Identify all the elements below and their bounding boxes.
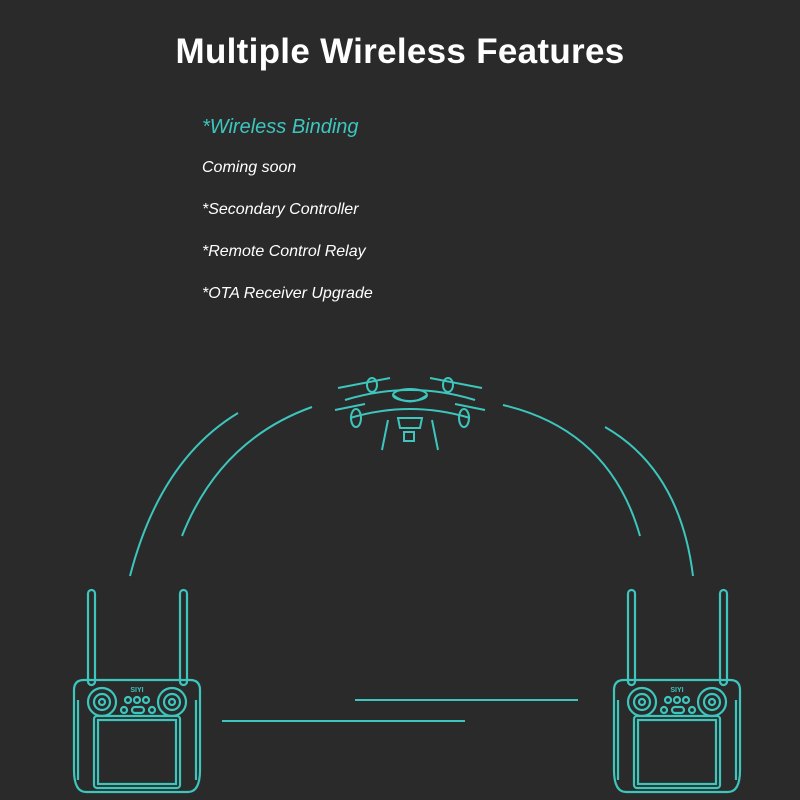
signal-arc-left-inner bbox=[181, 406, 313, 537]
feature-secondary-controller: *Secondary Controller bbox=[202, 201, 359, 218]
controller-logo-right: SIYI bbox=[670, 687, 683, 694]
feature-coming-soon: Coming soon bbox=[202, 159, 297, 176]
controller-logo-left: SIYI bbox=[130, 687, 143, 694]
signal-arc-right-inner bbox=[502, 404, 641, 537]
page-title: Multiple Wireless Features bbox=[175, 32, 625, 71]
feature-ota-receiver-upgrade: *OTA Receiver Upgrade bbox=[202, 285, 373, 302]
feature-wireless-binding: *Wireless Binding bbox=[202, 116, 359, 138]
feature-remote-control-relay: *Remote Control Relay bbox=[202, 243, 366, 260]
signal-arc-right-outer bbox=[604, 426, 694, 577]
signal-arcs bbox=[129, 404, 694, 722]
signal-arc-left-outer bbox=[129, 412, 239, 577]
drone-icon bbox=[334, 377, 486, 451]
